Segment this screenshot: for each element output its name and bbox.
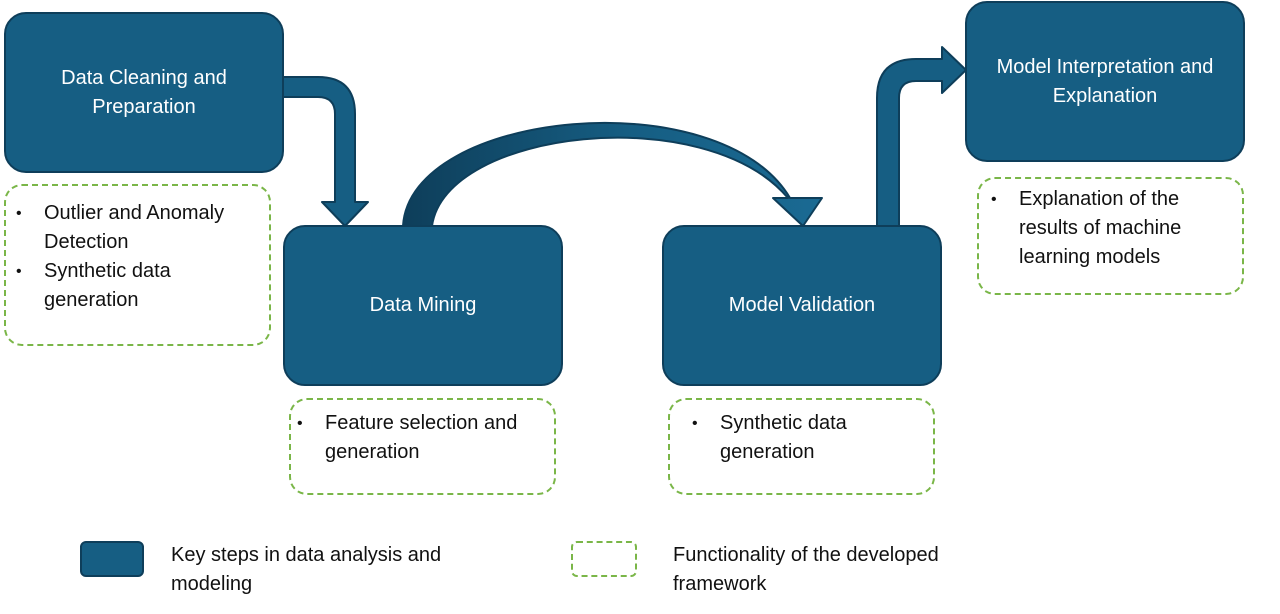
functionality-item: Synthetic data generation: [692, 409, 927, 467]
legend-key-steps-swatch: [80, 541, 144, 577]
functionality-item: Feature selection and generation: [297, 409, 550, 467]
step-data-mining: Data Mining: [283, 225, 563, 386]
legend-functionality-swatch: [571, 541, 637, 577]
step-label: Data Mining: [369, 294, 477, 316]
functionality-box-interpretation: Explanation of the results of machine le…: [977, 177, 1244, 295]
functionality-box-cleaning: Outlier and Anomaly Detection Synthetic …: [4, 184, 271, 346]
functionality-list: Synthetic data generation: [692, 409, 927, 467]
functionality-box-validation: Synthetic data generation: [668, 398, 935, 495]
functionality-list: Outlier and Anomaly Detection Synthetic …: [16, 199, 263, 315]
step-model-interpretation-and-explanation: Model Interpretation and Explanation: [965, 1, 1245, 162]
functionality-list: Feature selection and generation: [297, 409, 550, 467]
arrow-cleaning-to-mining: [282, 76, 369, 227]
functionality-box-mining: Feature selection and generation: [289, 398, 556, 495]
functionality-item: Outlier and Anomaly Detection: [16, 199, 263, 257]
functionality-item: Synthetic data generation: [16, 257, 263, 315]
functionality-item: Explanation of the results of machine le…: [991, 185, 1236, 272]
legend-functionality-label: Functionality of the developed framework: [673, 544, 939, 595]
arrow-validation-to-interpretation: [876, 46, 967, 227]
arrow-mining-to-validation: [402, 122, 823, 227]
step-data-cleaning-and-preparation: Data Cleaning and Preparation: [4, 12, 284, 173]
step-model-validation: Model Validation: [662, 225, 942, 386]
legend-key-steps-label: Key steps in data analysis and modeling: [171, 544, 442, 595]
step-label: Model Validation: [728, 294, 876, 316]
step-label: Data Cleaning and Preparation: [61, 66, 227, 118]
functionality-list: Explanation of the results of machine le…: [991, 185, 1236, 272]
step-label: Model Interpretation and Explanation: [996, 55, 1214, 107]
